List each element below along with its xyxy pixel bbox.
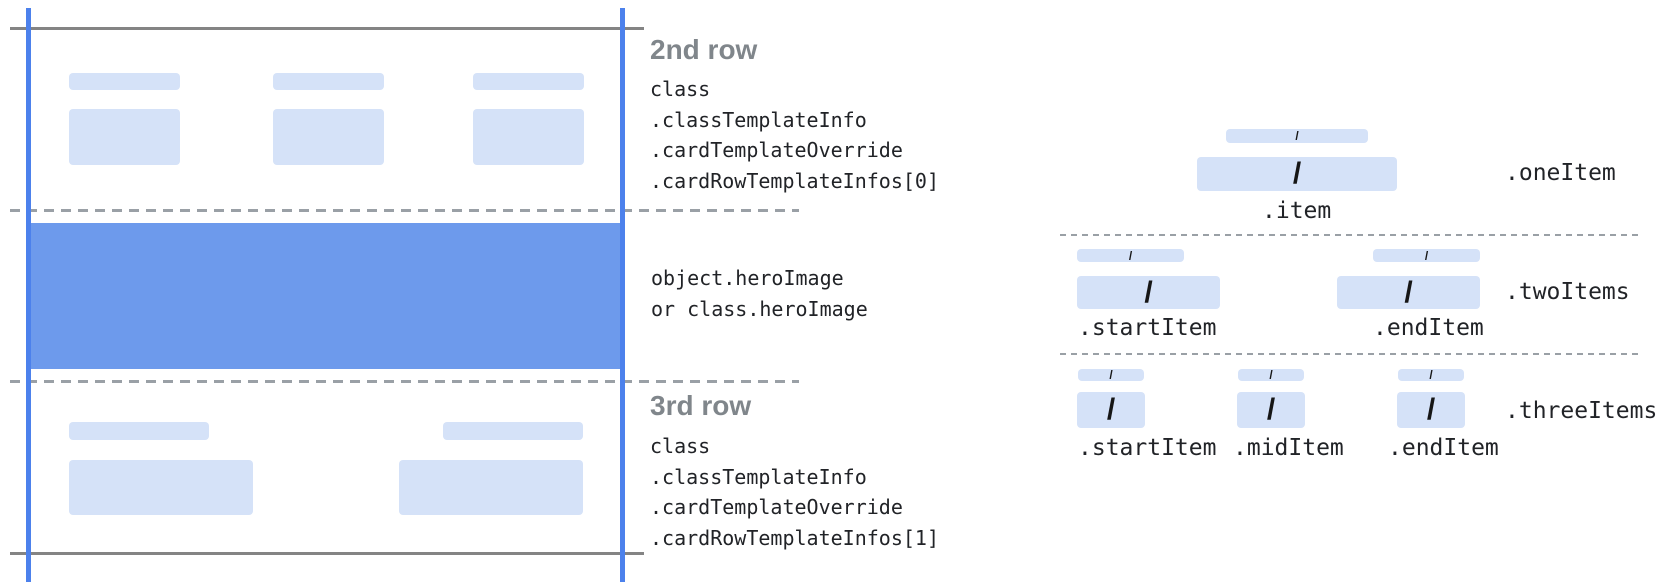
row3-code-line: .cardTemplateOverride xyxy=(650,495,903,519)
field-label-bar xyxy=(473,73,584,90)
item-label-bar: / xyxy=(1226,129,1368,143)
row3-code-line: class xyxy=(650,434,711,458)
field-label-bar xyxy=(69,422,209,440)
item-value-bar: / xyxy=(1237,392,1305,428)
slash-icon: / xyxy=(1128,248,1133,263)
slash-icon: / xyxy=(1109,368,1113,382)
hero-code-block: object.heroImage or class.heroImage xyxy=(651,263,868,324)
slash-icon: / xyxy=(1266,393,1276,426)
slash-icon: / xyxy=(1424,248,1429,263)
row3-code-line: .classTemplateInfo xyxy=(650,464,867,489)
hero-code-line: object.heroImage xyxy=(651,266,844,290)
slash-icon: / xyxy=(1295,129,1299,143)
row3-heading: 3rd row xyxy=(650,390,752,421)
right-margin-guide-line xyxy=(620,8,625,582)
item-value-bar: / xyxy=(1077,392,1145,428)
hero-image-band xyxy=(28,223,622,369)
item-label-bar: / xyxy=(1398,369,1464,381)
field-value-bar xyxy=(273,109,384,165)
row2-code-line: .cardRowTemplateInfos[0] xyxy=(650,168,939,193)
row-divider-dashed-line-bottom xyxy=(10,380,799,383)
item-value-bar: / xyxy=(1197,157,1397,191)
row2-code-line: class xyxy=(650,77,711,101)
field-value-bar xyxy=(399,460,583,515)
slash-icon: / xyxy=(1144,275,1153,309)
end-item-label: .endItem xyxy=(1373,315,1484,341)
slash-icon: / xyxy=(1292,157,1302,190)
item-value-bar: / xyxy=(1077,276,1220,309)
slash-icon: / xyxy=(1429,368,1433,382)
item-separator-dashed-line xyxy=(1060,234,1642,236)
slash-icon: / xyxy=(1269,368,1273,382)
start-item-label: .startItem xyxy=(1078,435,1217,461)
left-margin-guide-line xyxy=(26,8,31,582)
row3-code-line: .cardRowTemplateInfos[1] xyxy=(650,525,939,550)
slash-icon: / xyxy=(1426,393,1436,426)
field-label-bar xyxy=(69,73,180,90)
item-label-bar: / xyxy=(1238,369,1304,381)
row2-code-line: .classTemplateInfo xyxy=(650,107,867,132)
field-value-bar xyxy=(69,109,180,165)
card-bottom-border-line xyxy=(10,552,644,555)
item-label: .item xyxy=(1262,198,1332,224)
hero-code-line: or class.heroImage xyxy=(651,296,868,321)
item-label-bar: / xyxy=(1078,369,1144,381)
start-item-label: .startItem xyxy=(1078,315,1217,341)
slash-icon: / xyxy=(1404,275,1413,309)
row2-code-block: class .classTemplateInfo .cardTemplateOv… xyxy=(650,74,939,196)
field-label-bar xyxy=(443,422,583,440)
item-label-bar: / xyxy=(1373,249,1480,262)
one-item-group-label: .oneItem xyxy=(1505,160,1616,186)
item-value-bar: / xyxy=(1337,276,1480,309)
two-items-group-label: .twoItems xyxy=(1505,279,1630,305)
item-value-bar: / xyxy=(1397,392,1465,428)
row2-heading: 2nd row xyxy=(650,34,758,65)
card-top-border-line xyxy=(10,27,644,30)
field-label-bar xyxy=(273,73,384,90)
field-value-bar xyxy=(69,460,253,515)
row3-code-block: class .classTemplateInfo .cardTemplateOv… xyxy=(650,431,939,553)
row-divider-dashed-line-top xyxy=(10,209,799,212)
slash-icon: / xyxy=(1106,393,1116,426)
mid-item-label: .midItem xyxy=(1233,435,1344,461)
end-item-label: .endItem xyxy=(1388,435,1499,461)
field-value-bar xyxy=(473,109,584,165)
item-separator-dashed-line xyxy=(1060,353,1642,355)
three-items-group-label: .threeItems xyxy=(1505,398,1658,424)
row2-code-line: .cardTemplateOverride xyxy=(650,138,903,162)
item-label-bar: / xyxy=(1077,249,1184,262)
